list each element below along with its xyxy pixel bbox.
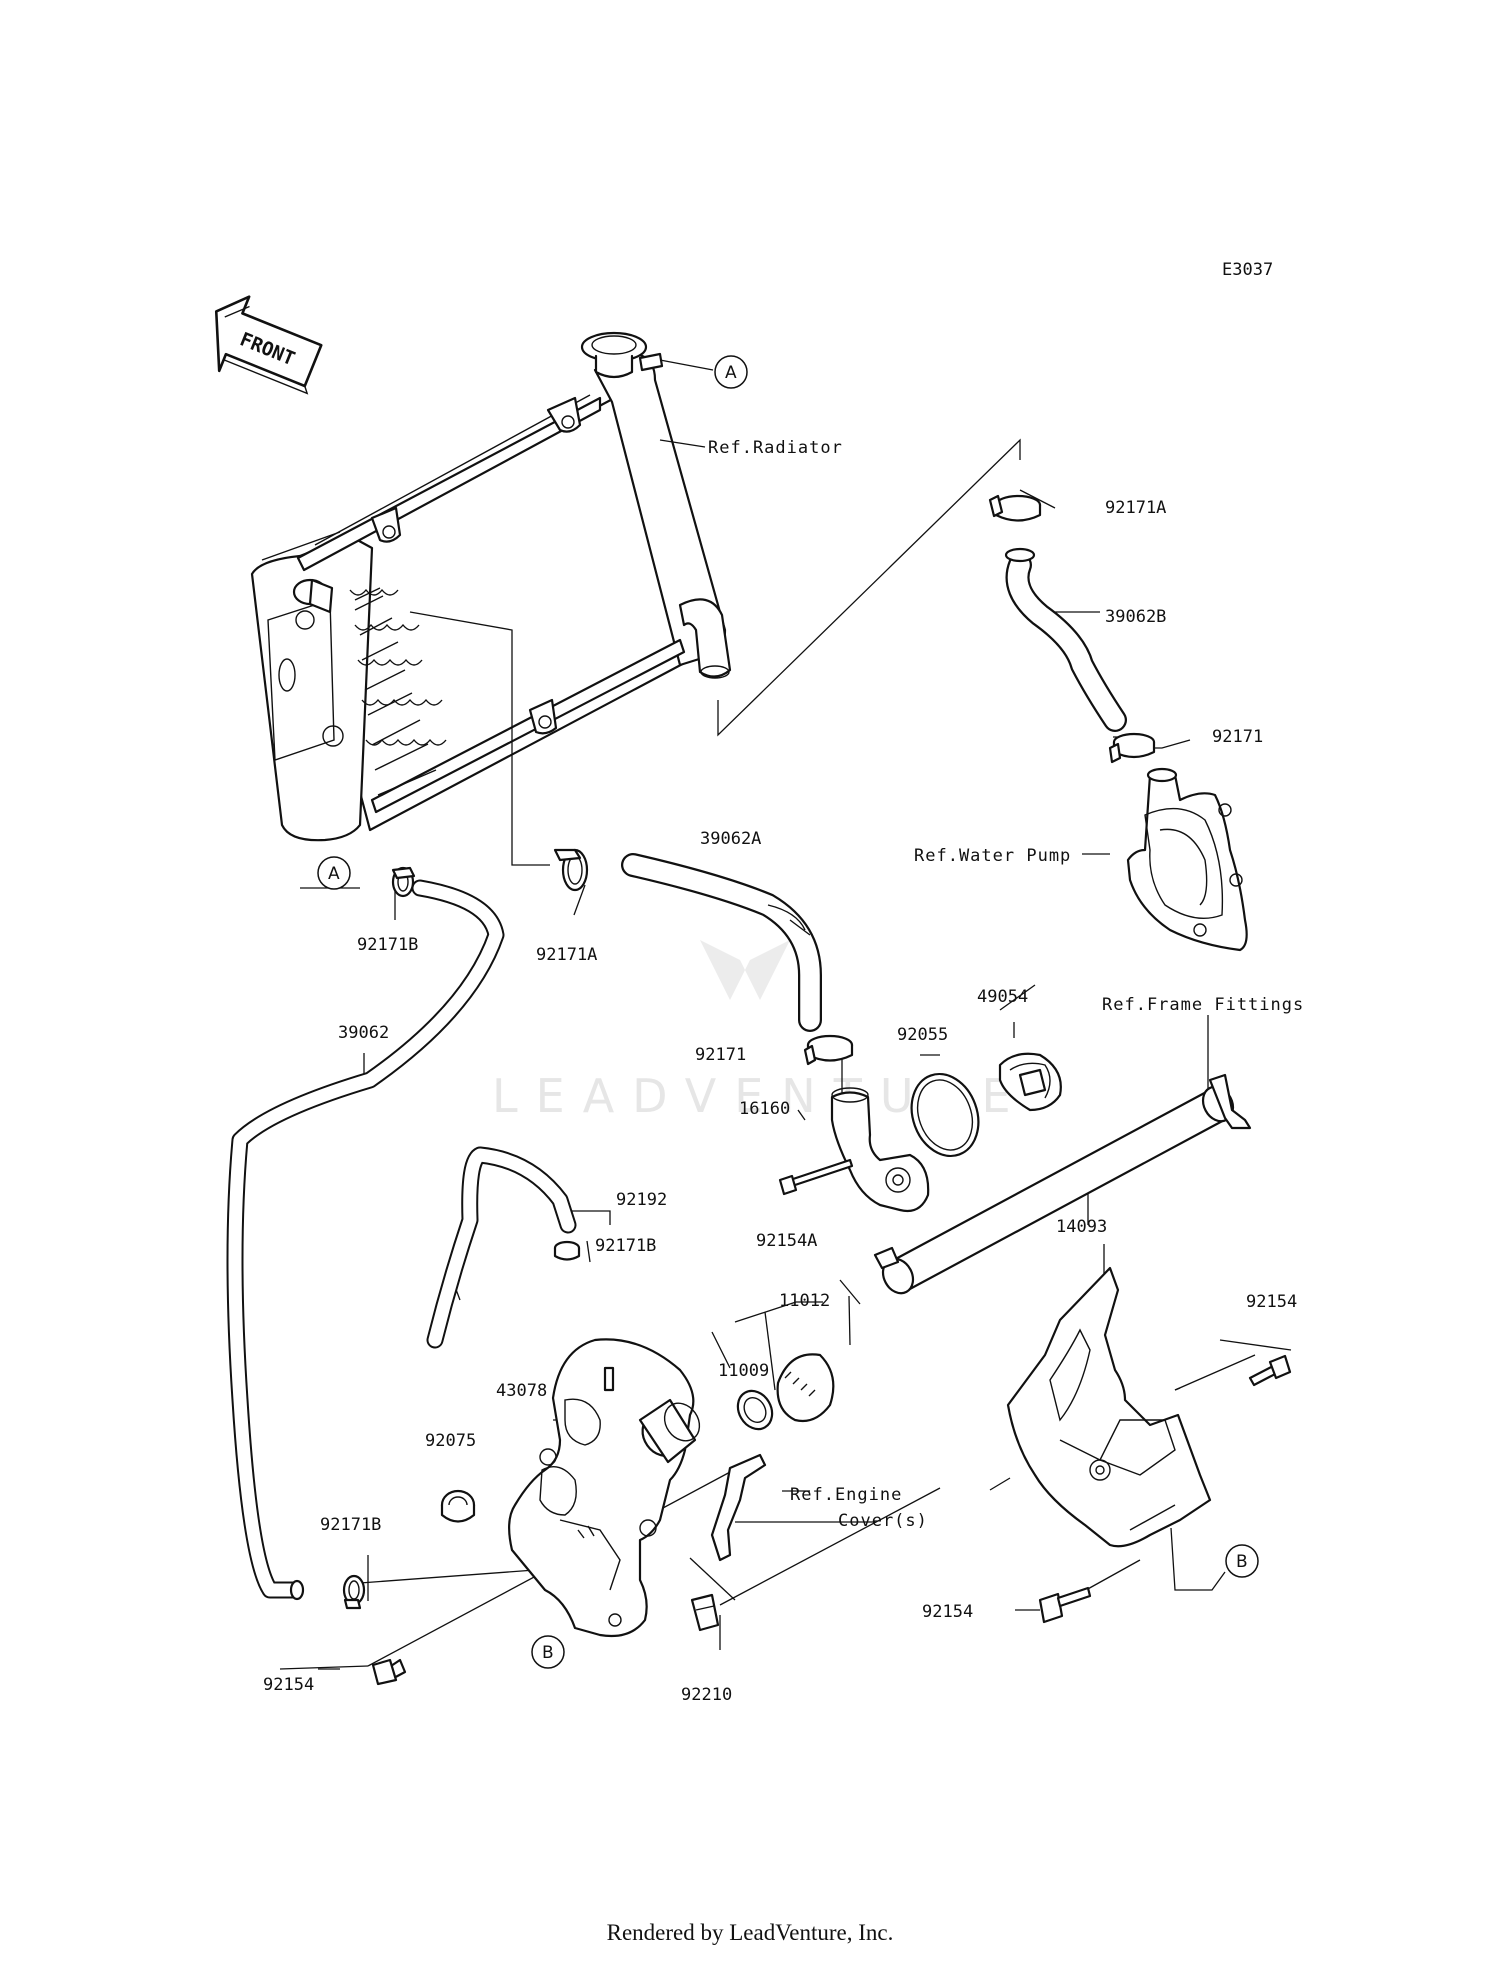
reservoir-tank: [508, 1338, 701, 1638]
hose-39062A: [621, 853, 822, 1032]
callout-a-left: A: [317, 856, 351, 890]
footer-credit: Rendered by LeadVenture, Inc.: [606, 1920, 894, 1945]
callout-b-right: B: [1225, 1544, 1259, 1578]
label-92075: 92075: [425, 1431, 476, 1451]
bolt-92154A: [778, 1158, 854, 1196]
label-43078: 43078: [496, 1381, 547, 1401]
label-92210: 92210: [681, 1685, 732, 1705]
radiator: [250, 331, 732, 842]
label-39062B: 39062B: [1105, 607, 1166, 627]
label-92171-mid: 92171: [695, 1045, 746, 1065]
bolt-92154-rightbot: [1038, 1586, 1092, 1624]
water-pump: [1126, 767, 1248, 952]
clamp-92171B-bot: [342, 1574, 366, 1610]
clamp-92171A-mid: [553, 848, 589, 892]
label-92171-top: 92171: [1212, 727, 1263, 747]
thermostat-housing: [830, 1087, 930, 1213]
label-14093: 14093: [1056, 1217, 1107, 1237]
label-39062A: 39062A: [700, 829, 761, 849]
callout-a-left-label: A: [328, 864, 340, 884]
label-11009: 11009: [718, 1361, 769, 1381]
clamp-92171-top: [1108, 732, 1156, 764]
callout-a-top: A: [714, 355, 748, 389]
callout-a-top-label: A: [725, 363, 737, 383]
ref-engine-covers-line2: Cover(s): [838, 1511, 928, 1531]
ref-radiator: Ref.Radiator: [708, 438, 843, 458]
ref-engine-covers-line1: Ref.Engine: [790, 1485, 902, 1505]
bolt-92154-right: [1248, 1354, 1292, 1387]
cap-11012: [776, 1353, 835, 1423]
ref-water-pump: Ref.Water Pump: [914, 846, 1071, 866]
clip-92210: [690, 1593, 720, 1632]
hose-92192: [426, 1146, 577, 1349]
label-92192: 92192: [616, 1190, 667, 1210]
label-92171B-bot: 92171B: [320, 1515, 381, 1535]
label-92154-rightbot: 92154: [922, 1602, 973, 1622]
cover-14093: [1006, 1266, 1212, 1548]
clamp-92171-mid: [803, 1034, 854, 1066]
o-ring-92055: [910, 1072, 980, 1158]
hose-39062B: [1004, 547, 1127, 732]
label-49054: 49054: [977, 987, 1028, 1007]
engine-cover-bracket: [710, 1453, 767, 1562]
clamp-92171B-mid: [553, 1240, 581, 1261]
ref-frame-fittings: Ref.Frame Fittings: [1102, 995, 1304, 1015]
diagram-id: E3037: [1222, 260, 1273, 280]
label-92171B-mid: 92171B: [595, 1236, 656, 1256]
clamp-92171A-top: [988, 494, 1042, 522]
label-11012: 11012: [779, 1291, 830, 1311]
front-arrow-icon: FRONT: [214, 295, 323, 395]
bolt-92154-bottom: [371, 1658, 407, 1686]
label-16160: 16160: [739, 1099, 790, 1119]
label-92154-bot: 92154: [263, 1675, 314, 1695]
callout-b-left-label: B: [542, 1643, 554, 1663]
hose-39062: [226, 879, 505, 1601]
callout-b-left: B: [531, 1635, 565, 1669]
label-39062: 39062: [338, 1023, 389, 1043]
label-92171A-top: 92171A: [1105, 498, 1166, 518]
grommet-92075: [440, 1489, 476, 1523]
frame-pipe: [873, 1073, 1252, 1295]
gasket-11009: [736, 1389, 774, 1431]
thermostat-49054: [998, 1052, 1062, 1112]
label-92055: 92055: [897, 1025, 948, 1045]
label-92154-right: 92154: [1246, 1292, 1297, 1312]
clamp-92171B-left: [391, 866, 416, 898]
label-92171A-mid: 92171A: [536, 945, 597, 965]
callout-b-right-label: B: [1236, 1552, 1248, 1572]
label-92171B-left: 92171B: [357, 935, 418, 955]
label-92154A: 92154A: [756, 1231, 817, 1251]
